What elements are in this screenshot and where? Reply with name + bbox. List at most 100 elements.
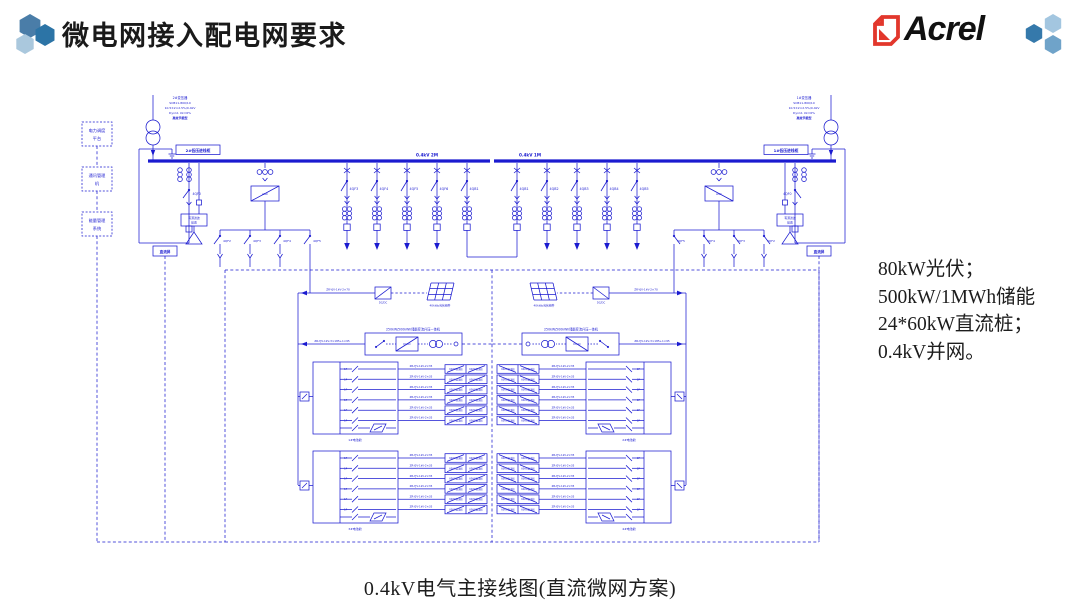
transformer-incomer-bay: 4QF0: [177, 163, 201, 243]
page-title: 微电网接入配电网要求: [62, 21, 347, 51]
svg-text:60kW直流桩: 60kW直流桩: [469, 388, 483, 392]
svg-text:250kW/500kWh储能变流升压一体机: 250kW/500kWh储能变流升压一体机: [386, 327, 441, 332]
acrel-logo: Acrel: [862, 10, 1074, 56]
notes-block: 80kW光伏； 500kW/1MWh储能 24*60kW直流桩； 0.4kV并网…: [878, 256, 1035, 367]
svg-text:ZR-YJV-1kV-2×35: ZR-YJV-1kV-2×35: [552, 453, 575, 457]
diagram-half-right: 1#变压器SCB11-800/1010.5±2×2.5%/0.4kVDyn11 …: [492, 95, 846, 542]
feeder-bay-4QB4: 4QB4: [600, 163, 619, 250]
svg-text:60kW直流桩: 60kW直流桩: [469, 367, 483, 371]
svg-text:10.5±2×2.5%/0.4kV: 10.5±2×2.5%/0.4kV: [789, 106, 821, 110]
svg-text:60kW直流桩: 60kW直流桩: [449, 388, 463, 392]
svg-text:60kW直流桩: 60kW直流桩: [469, 497, 483, 501]
feeder-bay-4QB1: 4QB1: [510, 163, 529, 252]
svg-text:ASC: ASC: [716, 192, 722, 196]
svg-text:ZR-YJV-1kV-2×35: ZR-YJV-1kV-2×35: [410, 464, 433, 468]
svg-text:ZR-YJV-1kV-2×35: ZR-YJV-1kV-2×35: [552, 395, 575, 399]
svg-text:ZR-YJV-1kV-2×70: ZR-YJV-1kV-2×70: [634, 288, 658, 292]
svg-text:4#电池舱: 4#电池舱: [622, 526, 635, 531]
svg-text:ZR-YJV-1kV-2×35: ZR-YJV-1kV-2×35: [410, 505, 433, 509]
svg-text:ZR-YJV-1kV-2×35: ZR-YJV-1kV-2×35: [552, 464, 575, 468]
feeder-bay-4QF3: 4QF3: [340, 163, 358, 250]
svg-text:60kW直流桩: 60kW直流桩: [449, 456, 463, 460]
svg-text:4QF3: 4QF3: [253, 239, 261, 243]
svg-text:平台: 平台: [93, 135, 101, 142]
hexagon-shape: [35, 24, 55, 46]
feeder-bay-4QB1: 4QB1: [460, 163, 479, 252]
feeder-bay-4QF5: 4QF5: [400, 163, 419, 250]
svg-text:10.5±2×2.5%/0.4kV: 10.5±2×2.5%/0.4kV: [165, 106, 197, 110]
svg-text:4QB4: 4QB4: [610, 187, 619, 191]
svg-text:DC/DC: DC/DC: [597, 301, 606, 305]
svg-text:4QF6: 4QF6: [440, 187, 449, 191]
svg-text:60kW直流桩: 60kW直流桩: [469, 377, 483, 381]
svg-text:能量管理: 能量管理: [89, 217, 107, 224]
svg-text:4QB5: 4QB5: [640, 187, 649, 191]
svg-text:60kW直流桩: 60kW直流桩: [521, 419, 535, 423]
bus-tie-link: [466, 252, 518, 258]
svg-text:60kW直流桩: 60kW直流桩: [521, 408, 535, 412]
svg-text:ZR-YJV-1kV-2×35: ZR-YJV-1kV-2×35: [410, 416, 433, 420]
svg-text:0.4kV 1M: 0.4kV 1M: [519, 153, 541, 158]
svg-text:系统: 系统: [93, 225, 101, 232]
hexagon-shape: [1044, 35, 1062, 54]
svg-text:1#变压器: 1#变压器: [797, 95, 812, 100]
svg-text:ZR-YJV-1kV-3×185+1×95: ZR-YJV-1kV-3×185+1×95: [314, 339, 350, 343]
logo-mark-fold: [875, 17, 884, 26]
svg-text:60kW直流桩: 60kW直流桩: [501, 477, 515, 481]
svg-text:高效节能型: 高效节能型: [796, 115, 811, 120]
hexagon-shape: [19, 14, 41, 38]
svg-text:4QB3: 4QB3: [580, 187, 589, 191]
microgrid-enclosure: [224, 269, 820, 543]
svg-text:4QF4: 4QF4: [380, 187, 389, 191]
note-line: 24*60kW直流桩；: [878, 314, 1033, 336]
svg-text:4QF5: 4QF5: [313, 239, 321, 243]
svg-text:40kWp光伏组件: 40kWp光伏组件: [430, 304, 451, 308]
svg-text:60kW直流桩: 60kW直流桩: [501, 419, 515, 423]
svg-text:ZR-YJV-1kV-2×35: ZR-YJV-1kV-2×35: [552, 416, 575, 420]
battery-rack-tier: 1PZR-YJV-1kV-2×3560kW直流桩60kW直流桩1PZR-YJV-…: [496, 450, 686, 531]
battery-rack-tier: 1PZR-YJV-1kV-2×3560kW直流桩60kW直流桩1PZR-YJV-…: [496, 361, 686, 442]
svg-text:通讯管理: 通讯管理: [89, 172, 107, 179]
transformer-left: 2#变压器SCB11-800/1010.5±2×2.5%/0.4kVDyn11 …: [138, 95, 197, 244]
svg-text:ZR-YJV-1kV-2×35: ZR-YJV-1kV-2×35: [552, 484, 575, 488]
svg-text:ZR-YJV-1kV-2×35: ZR-YJV-1kV-2×35: [410, 385, 433, 389]
svg-text:60kW直流桩: 60kW直流桩: [501, 398, 515, 402]
bus-feeders: 4QF3 4QF4 4QF5 4QF6 4QB1 4QB1 4QB2 4QB3 4QB4 4QB5: [340, 163, 649, 252]
svg-text:60kW直流桩: 60kW直流桩: [521, 477, 535, 481]
svg-text:4QB2: 4QB2: [550, 187, 559, 191]
svg-text:装置: 装置: [787, 220, 793, 225]
dc-panel-box: 直流屏: [806, 245, 832, 542]
svg-text:60kW直流桩: 60kW直流桩: [521, 388, 535, 392]
svg-text:4QF3: 4QF3: [737, 239, 745, 243]
svg-text:4QF0: 4QF0: [783, 192, 791, 196]
svg-text:60kW直流桩: 60kW直流桩: [449, 508, 463, 512]
svg-text:ZR-YJV-1kV-2×70: ZR-YJV-1kV-2×70: [326, 288, 350, 292]
pcs-unit: 250kW/500kWh储能变流升压一体机DC/ACZR-YJV-1kV-3×1…: [298, 327, 492, 356]
svg-text:60kW直流桩: 60kW直流桩: [521, 456, 535, 460]
svg-text:DC/DC: DC/DC: [379, 301, 388, 305]
svg-text:60kW直流桩: 60kW直流桩: [501, 456, 515, 460]
transformer-incomer-bay: 4QF0: [783, 163, 807, 243]
svg-text:60kW直流桩: 60kW直流桩: [449, 466, 463, 470]
svg-text:ZR-YJV-1kV-2×35: ZR-YJV-1kV-2×35: [552, 385, 575, 389]
svg-text:机: 机: [95, 180, 100, 187]
svg-text:60kW直流桩: 60kW直流桩: [469, 456, 483, 460]
svg-text:60kW直流桩: 60kW直流桩: [501, 466, 515, 470]
svg-text:60kW直流桩: 60kW直流桩: [501, 367, 515, 371]
svg-text:直流屏: 直流屏: [160, 249, 171, 254]
svg-text:ZR-YJV-1kV-2×35: ZR-YJV-1kV-2×35: [552, 505, 575, 509]
svg-text:4QF4: 4QF4: [707, 239, 715, 243]
svg-text:4QB1: 4QB1: [470, 187, 479, 191]
svg-text:ZR-YJV-1kV-2×35: ZR-YJV-1kV-2×35: [552, 375, 575, 379]
svg-text:ZR-YJV-1kV-2×35: ZR-YJV-1kV-2×35: [410, 375, 433, 379]
svg-text:250kW/500kWh储能变流升压一体机: 250kW/500kWh储能变流升压一体机: [544, 327, 599, 332]
svg-text:60kW直流桩: 60kW直流桩: [449, 477, 463, 481]
svg-text:4QF5: 4QF5: [410, 187, 419, 191]
acrel-logo-mark-icon: [873, 15, 900, 46]
svg-text:60kW直流桩: 60kW直流桩: [521, 508, 535, 512]
